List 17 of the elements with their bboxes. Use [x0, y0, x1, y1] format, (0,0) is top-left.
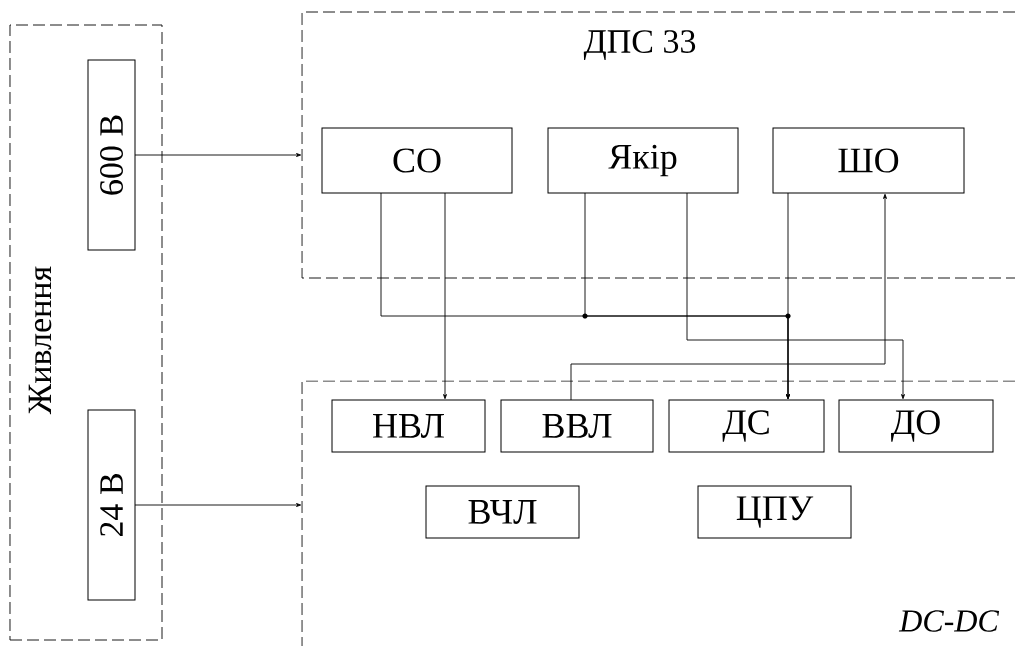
block-box: ВЧЛ — [425, 485, 580, 539]
block-box: ЦПУ — [697, 485, 852, 539]
arrow — [786, 192, 790, 400]
block-box: ДС — [668, 399, 825, 453]
block-box: ШО — [772, 127, 965, 194]
block-box: ДО — [838, 399, 994, 453]
arrow — [443, 192, 447, 400]
block-box: СО — [321, 127, 513, 194]
voltage-box: 24 В — [87, 409, 136, 601]
arrow — [134, 153, 302, 157]
voltage-box: 600 В — [87, 59, 136, 251]
arrow — [570, 193, 887, 401]
block-box: ВВЛ — [500, 399, 654, 453]
arrow — [134, 503, 302, 507]
arrow — [686, 192, 905, 400]
block-box: НВЛ — [331, 399, 486, 453]
block-box: Якір — [547, 127, 739, 194]
